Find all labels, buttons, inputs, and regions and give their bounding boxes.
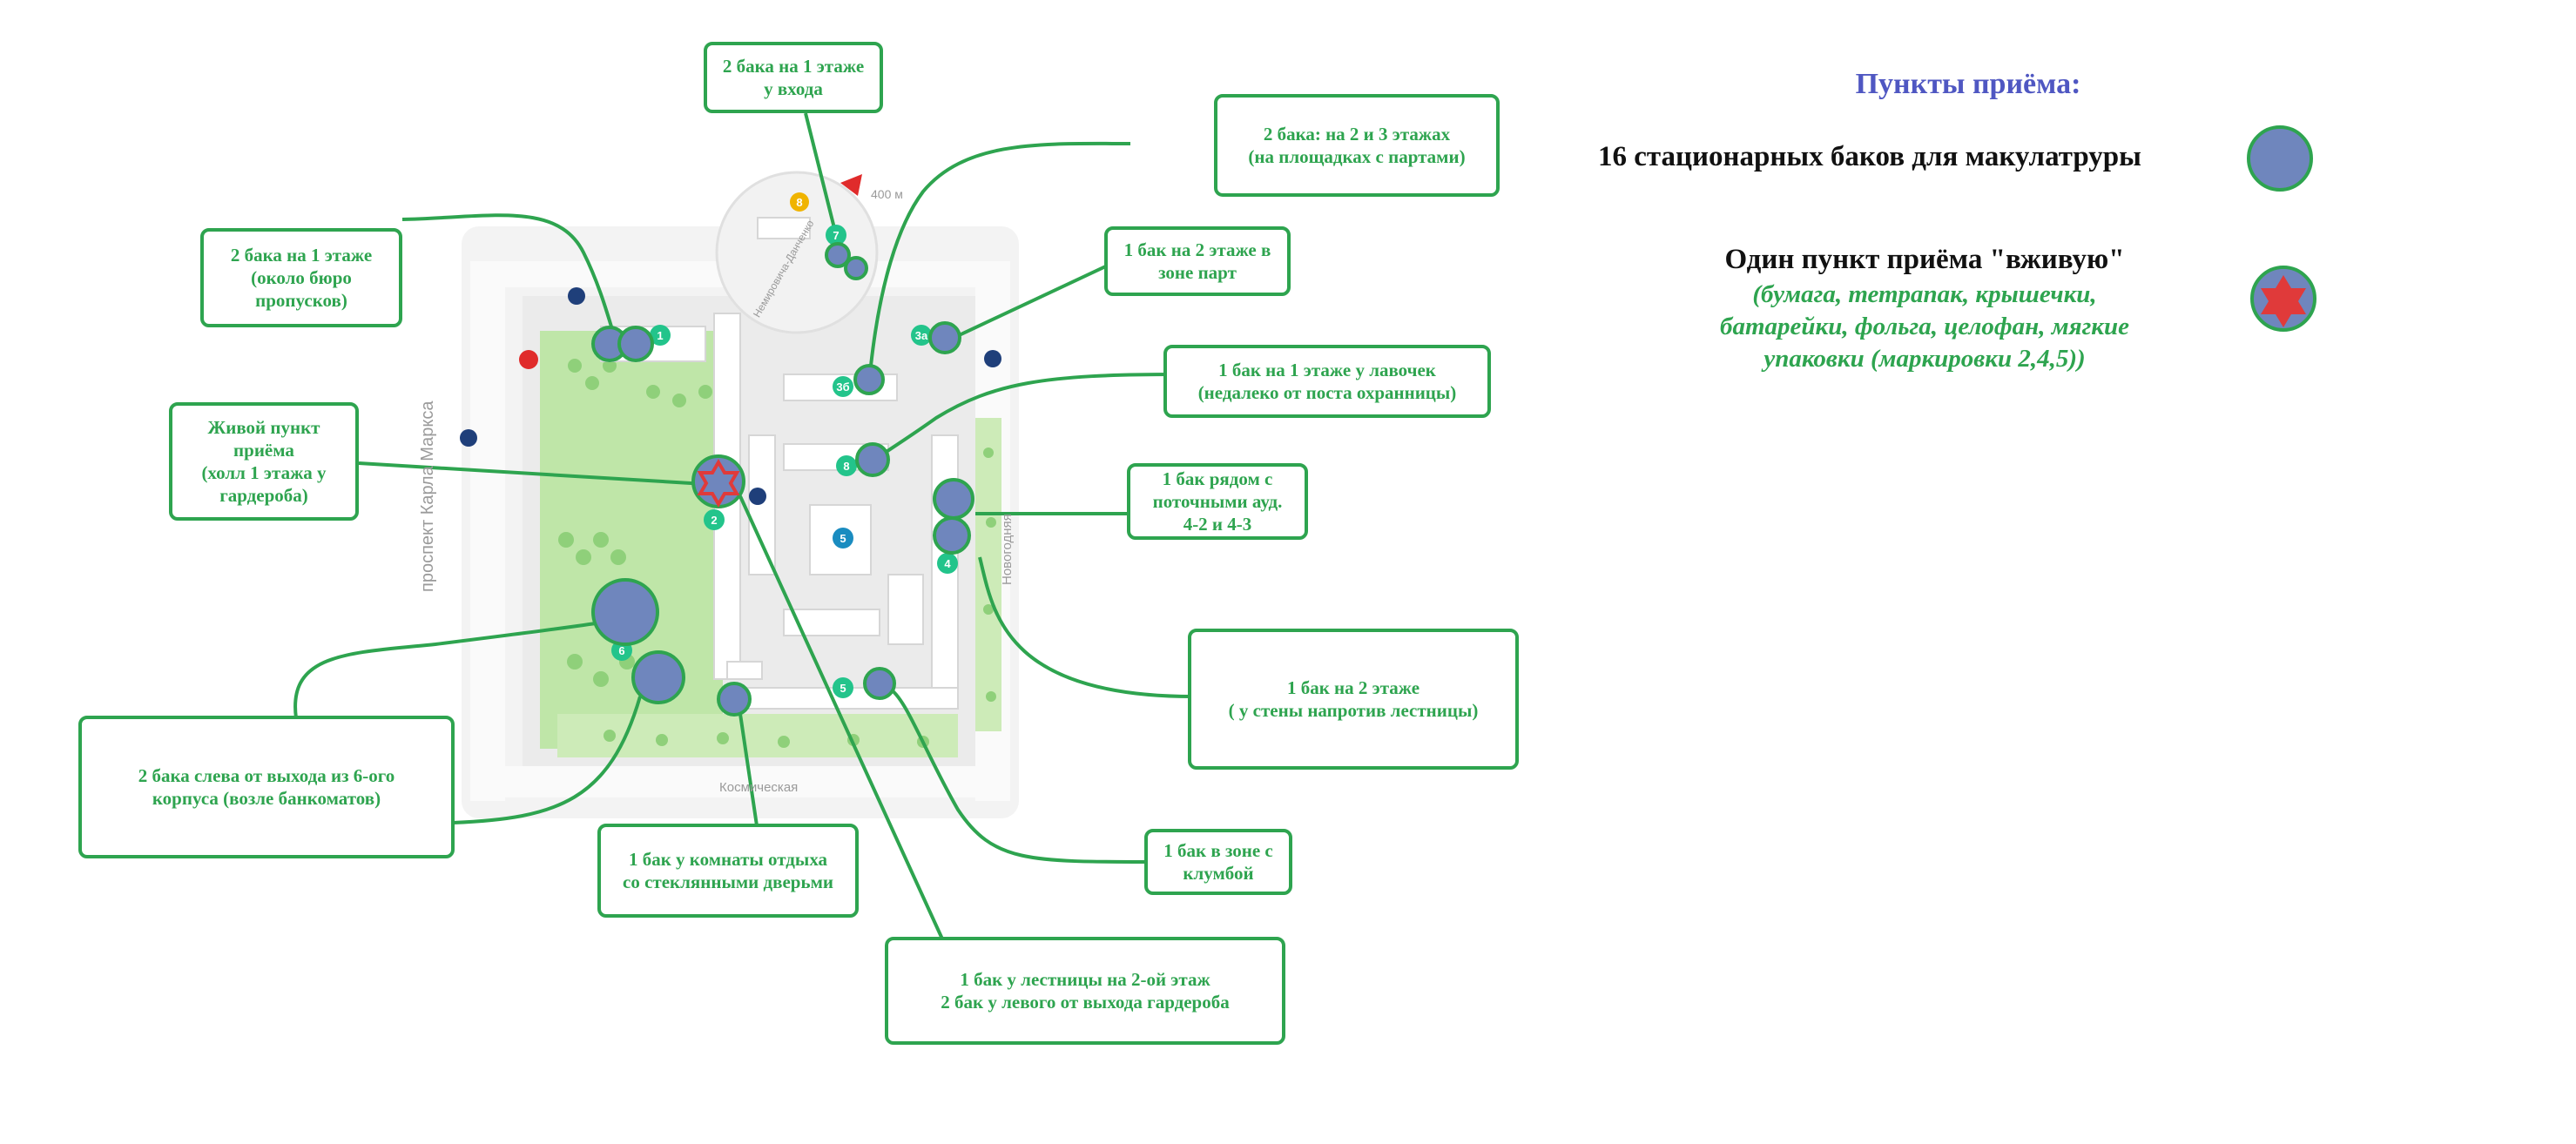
bus-stop-icon	[984, 350, 1001, 367]
bin-marker	[617, 326, 654, 362]
callout-wall-stairs-bin: 1 бак на 2 этаже ( у стены напротив лест…	[1188, 629, 1519, 770]
callout-lecture-halls-bin: 1 бак рядом с поточными ауд. 4-2 и 4-3	[1127, 463, 1308, 540]
building-number-8: 8	[843, 460, 849, 473]
building-number-2: 2	[711, 514, 717, 527]
tree-dots	[558, 359, 996, 748]
connector-c6	[358, 461, 706, 486]
bin-markers	[591, 242, 974, 717]
building-number-5b: 5	[840, 682, 846, 695]
bin-marker	[853, 364, 885, 395]
connector-c3	[401, 213, 617, 339]
scale-arrow-icon	[840, 174, 862, 196]
street-label-bottom: Космическая	[719, 780, 799, 795]
legend-live-items: (бумага, тетрапак, крышечки, батарейки, …	[1720, 280, 2129, 373]
road-left	[470, 261, 505, 801]
bin-marker	[825, 242, 851, 268]
connector-c11	[887, 686, 1154, 864]
live-point-star-marker	[691, 454, 745, 508]
metro-icon	[749, 488, 766, 505]
connector-c10	[738, 713, 759, 832]
bin-marker	[863, 667, 896, 700]
connector-c8	[978, 556, 1194, 698]
connector-c4	[953, 261, 1114, 340]
legend-star-icon	[2250, 266, 2316, 332]
building-number-3a: 3а	[915, 329, 928, 342]
connector-c2	[869, 141, 1131, 367]
connector-c9	[293, 621, 602, 719]
callout-entrance-bins: 2 бака на 1 этаже у входа	[704, 42, 883, 113]
building-number-8-poi: 8	[796, 196, 802, 209]
callout-stairs-wardrobe-bins: 1 бак у лестницы на 2-ой этаж 2 бак у ле…	[885, 937, 1285, 1045]
legend-bins-label: 16 стационарных баков для макулатруры	[1598, 141, 2141, 172]
bin-marker	[591, 578, 659, 646]
building-number-3b: 3б	[836, 380, 849, 394]
connector-c1	[804, 112, 838, 236]
callout-connectors	[293, 112, 1194, 945]
building-number-4: 4	[944, 557, 951, 570]
connector-c9b	[452, 696, 642, 824]
bin-marker	[928, 321, 961, 354]
bin-marker	[933, 478, 974, 520]
scale-label: 400 м	[871, 187, 903, 201]
magnifier-circle	[715, 171, 879, 334]
bin-marker	[631, 650, 685, 704]
building-number-7: 7	[833, 229, 839, 242]
bus-stop-icon	[460, 429, 477, 447]
legend-title: Пункты приёма:	[1855, 68, 2081, 100]
callout-desk-zone-bin: 1 бак на 2 этаже в зоне парт	[1104, 226, 1291, 296]
building-number-5a: 5	[840, 532, 846, 545]
magnifier-building	[757, 217, 811, 239]
building-number-6: 6	[618, 644, 624, 657]
street-label-right: Новогодняя	[1000, 514, 1015, 585]
street-label-left: проспект Карла Маркса	[418, 400, 437, 592]
callout-atm-bins: 2 бака слева от выхода из 6-ого корпуса …	[78, 716, 455, 858]
callout-benches-bin: 1 бак на 1 этаже у лавочек (недалеко от …	[1163, 345, 1491, 418]
park-right	[975, 418, 1001, 731]
connector-c12	[738, 495, 947, 945]
callout-pass-bureau-bins: 2 бака на 1 этаже (около бюро пропусков)	[200, 228, 402, 327]
metro-icon	[519, 350, 538, 369]
bin-marker	[717, 682, 752, 717]
callout-flowerbed-bin: 1 бак в зоне с клумбой	[1144, 829, 1292, 895]
bus-stop-icon	[568, 287, 585, 305]
building-number-badges: 1 2 3а 3б 4 5 5 6 7 8 8	[611, 193, 958, 698]
callout-floors-2-3-bins: 2 бака: на 2 и 3 этажах (на площадках с …	[1214, 94, 1500, 197]
bin-marker	[855, 442, 890, 477]
connector-c5	[873, 373, 1177, 461]
bin-marker	[933, 516, 971, 555]
building-number-1: 1	[657, 329, 663, 342]
legend-live-title: Один пункт приёма "вживую"	[1724, 244, 2125, 275]
callout-rest-room-bin: 1 бак у комнаты отдыха со стеклянными дв…	[597, 824, 859, 918]
callout-live-point: Живой пункт приёма (холл 1 этажа у гарде…	[169, 402, 359, 521]
bin-marker	[844, 256, 868, 280]
legend-bin-icon	[2247, 125, 2313, 192]
